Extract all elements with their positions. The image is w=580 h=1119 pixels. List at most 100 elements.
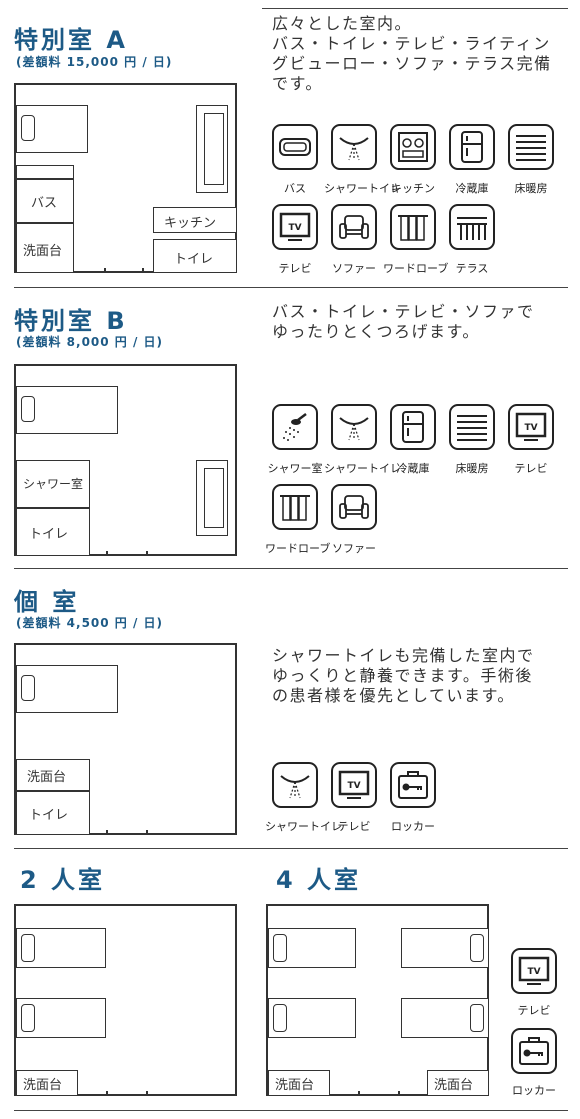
tv-icon: TV (511, 948, 557, 994)
wardrobe-icon (390, 204, 436, 250)
divider (14, 848, 568, 849)
bed-pillow (470, 934, 484, 962)
amenity-label: テレビ (278, 262, 312, 275)
section-title-special-a: 特別室 A (14, 26, 128, 54)
amenity-label: テラス (455, 262, 489, 275)
amenity-label: シャワー室 (267, 462, 323, 475)
fee-private-room: (差額料 4,500 円 / 日) (16, 616, 164, 630)
room-kitchen: キッチン (153, 207, 237, 233)
floor-plan-private-room: 洗面台 トイレ (14, 643, 237, 835)
plan-label-sink: 洗面台 (275, 1078, 315, 1093)
amenity-label: シャワートイレ (324, 462, 401, 475)
tv-icon: TV (508, 404, 554, 450)
door-mark (146, 551, 148, 556)
shower-toilet-icon (331, 404, 377, 450)
plan-label-shower: シャワー室 (23, 477, 84, 491)
amenity-label: テレビ (337, 820, 371, 833)
plan-label-bath: バス (31, 196, 58, 211)
room-sink: 洗面台 (16, 223, 74, 273)
bed-pillow (21, 396, 35, 422)
door-mark (106, 830, 108, 835)
room-sink: 洗面台 (16, 759, 90, 791)
door-mark (146, 1091, 148, 1096)
plan-label-toilet: トイレ (29, 527, 69, 542)
amenity-label: テレビ (517, 1004, 551, 1017)
amenity-label: ワードローブ (383, 262, 449, 275)
svg-text:TV: TV (524, 423, 537, 433)
tv-icon: TV (272, 204, 318, 250)
sofa-icon (331, 484, 377, 530)
svg-text:TV: TV (527, 967, 540, 977)
amenity-label: ワードローブ (265, 542, 331, 555)
wardrobe-icon (272, 484, 318, 530)
bath-icon (272, 124, 318, 170)
refrigerator-icon (390, 404, 436, 450)
amenity-label: シャワートイレ (265, 820, 342, 833)
bed-pillow (21, 934, 35, 962)
bed-pillow (21, 115, 35, 141)
door-mark (106, 551, 108, 556)
fee-special-b: (差額料 8,000 円 / 日) (16, 335, 164, 349)
amenity-label: 冷蔵庫 (396, 462, 430, 475)
room-sink: 洗面台 (427, 1070, 489, 1096)
bed-pillow (273, 934, 287, 962)
divider (14, 287, 568, 288)
locker-icon (511, 1028, 557, 1074)
tv-icon: TV (331, 762, 377, 808)
bed-pillow (470, 1004, 484, 1032)
bed-pillow (21, 1004, 35, 1032)
room-toilet: トイレ (16, 791, 90, 835)
bed-pillow (273, 1004, 287, 1032)
door-mark (358, 1091, 360, 1096)
room-shower: シャワー室 (16, 460, 90, 508)
room-toilet: トイレ (153, 239, 237, 273)
amenity-label: ソファー (332, 262, 376, 275)
refrigerator-icon (449, 124, 495, 170)
section-title-special-b: 特別室 B (14, 307, 128, 335)
shower-toilet-icon (331, 124, 377, 170)
floor-plan-special-a: バス 洗面台 キッチン トイレ (14, 83, 237, 273)
plan-label-sink: 洗面台 (434, 1078, 474, 1093)
bed-pillow (21, 675, 35, 701)
amenity-label: 床暖房 (514, 182, 548, 195)
plan-label-kitchen: キッチン (164, 216, 217, 231)
description-special-a: 広々とした室内。 バス・トイレ・テレビ・ライティン グビューロー・ソファ・テラス… (272, 14, 552, 93)
floor-plan-special-b: シャワー室 トイレ (14, 364, 237, 556)
door-mark (398, 1091, 400, 1096)
floor-heating-icon (449, 404, 495, 450)
room-sink: 洗面台 (16, 1070, 78, 1096)
floor-plan-quad-room: 洗面台 洗面台 (266, 904, 489, 1096)
amenity-label: シャワートイレ (324, 182, 401, 195)
room-toilet: トイレ (16, 508, 90, 556)
door-mark (106, 1091, 108, 1096)
locker-icon (390, 762, 436, 808)
room-sink: 洗面台 (268, 1070, 330, 1096)
sofa-icon (331, 204, 377, 250)
divider (262, 8, 568, 9)
floor-plan-double-room: 洗面台 (14, 904, 237, 1096)
plan-label-sink: 洗面台 (23, 1078, 63, 1093)
shower-icon (272, 404, 318, 450)
wardrobe (16, 165, 74, 179)
plan-label-sink: 洗面台 (27, 770, 67, 785)
floor-heating-icon (508, 124, 554, 170)
door-mark (146, 830, 148, 835)
kitchen-icon (390, 124, 436, 170)
door-mark (142, 268, 144, 273)
amenity-label: バス (284, 182, 306, 195)
section-title-double-room: 2 人室 (20, 866, 106, 894)
fee-special-a: (差額料 15,000 円 / 日) (16, 55, 173, 69)
sofa-seat (204, 113, 224, 185)
amenity-label: 床暖房 (455, 462, 489, 475)
amenity-label: ソファー (332, 542, 376, 555)
divider (14, 568, 568, 569)
amenity-label: テレビ (514, 462, 548, 475)
section-title-private-room: 個 室 (14, 588, 80, 616)
amenity-label: キッチン (391, 182, 435, 195)
terrace-icon (449, 204, 495, 250)
plan-label-sink: 洗面台 (23, 244, 63, 259)
amenity-label: ロッカー (391, 820, 435, 833)
sofa-seat (204, 468, 224, 528)
svg-text:TV: TV (288, 223, 301, 233)
description-special-b: バス・トイレ・テレビ・ソファで ゆったりとくつろげます。 (272, 302, 535, 341)
